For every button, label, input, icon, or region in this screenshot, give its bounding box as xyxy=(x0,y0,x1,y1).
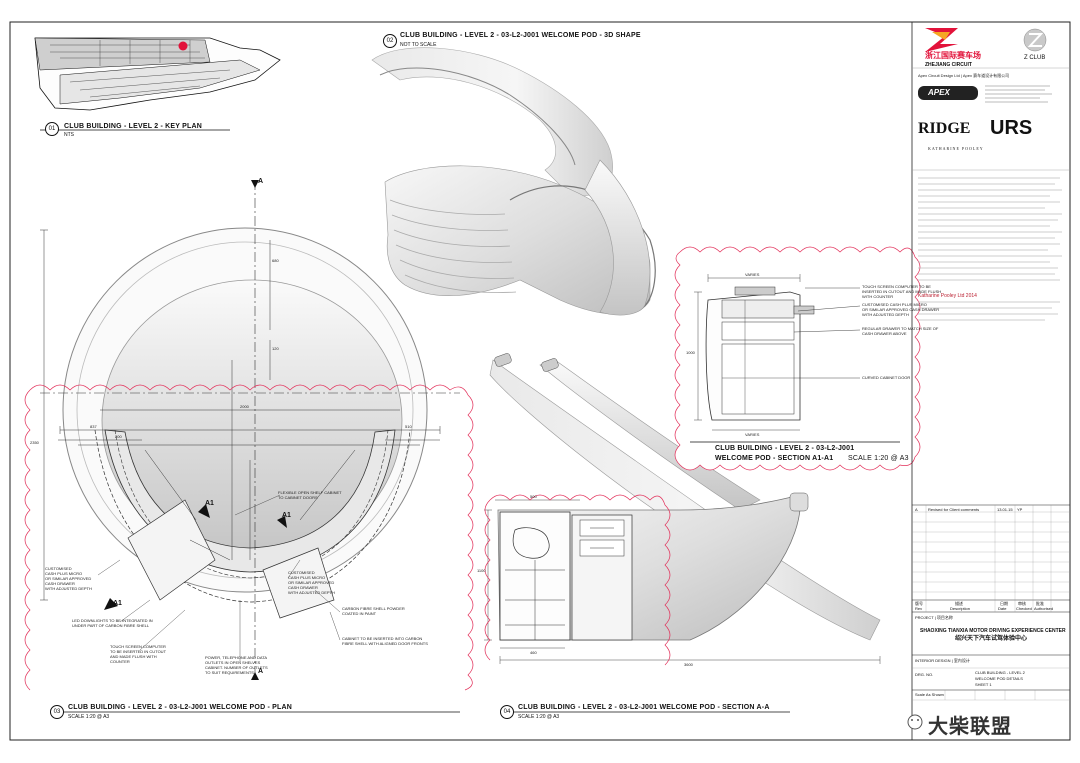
scale-label: Scale As Shown xyxy=(915,692,944,697)
interior-design-label: INTERIOR DESIGN | 室内设计 xyxy=(915,658,970,663)
plan-note-touch-screen: TOUCH SCREEN COMPUTER TO BE INSERTED IN … xyxy=(110,644,167,664)
client-logo-cn: 浙江国际赛车场 xyxy=(925,51,981,60)
drawing-title-3: SHEET 1 xyxy=(975,682,992,687)
zclub-label: Z CLUB xyxy=(1024,55,1046,61)
rev-header-3: Date xyxy=(998,606,1007,611)
section-marker-a-bottom: A xyxy=(258,668,264,675)
view-number-3d: 02 xyxy=(383,34,397,48)
drawing-number-label: DRG. NO. xyxy=(915,672,934,677)
project-name-cn: 绍兴天下汽车试驾体验中心 xyxy=(955,636,1028,642)
dim-section-500: 500 xyxy=(530,494,537,499)
plan-note-led-downlights: LED DOWNLIGHTS TO BE INTEGRATED IN UNDER… xyxy=(72,618,153,628)
plan-note-cash-drawer-left: CUSTOMISED CASH PLUS MICRO OR SIMILAR AP… xyxy=(45,566,92,591)
client-logo-en: ZHEJIANG CIRCUIT xyxy=(925,62,972,68)
dim-mid: 120 xyxy=(272,346,279,351)
apex-logo-text: APEX xyxy=(928,88,950,97)
view-number-section-aa: 04 xyxy=(500,705,514,719)
shape3d-title: CLUB BUILDING - LEVEL 2 - 03-L2-J001 WEL… xyxy=(400,32,641,39)
pod-section-a1 xyxy=(674,246,921,471)
section-marker-a1-3: A1 xyxy=(282,512,291,519)
pod-plan-view xyxy=(24,180,474,713)
rev-row1-date: 13.01.15 xyxy=(997,507,1013,512)
rev-row1-id: A xyxy=(915,507,918,512)
dim-a1-bottom: VARIES xyxy=(745,432,760,437)
rev-header-2: Description xyxy=(950,606,971,611)
dim-510: 510 xyxy=(405,424,412,429)
view-number-key-plan: 01 xyxy=(45,122,59,136)
dim-left-vertical: 2350 xyxy=(30,440,39,445)
section-marker-a-top: A xyxy=(258,178,264,185)
rev-row1-checked: YP xyxy=(1017,507,1023,512)
rev-header-5: Authorised xyxy=(1034,606,1054,611)
project-name-en: SHAOXING TIANXIA MOTOR DRIVING EXPERIENC… xyxy=(920,628,1066,634)
plan-note-carbon-fibre: CARBON FIBRE SHELL POWDER COATED IN PAIN… xyxy=(342,606,405,616)
key-plan-thumbnail xyxy=(34,37,281,131)
section-aa-scale: SCALE 1:20 @ A3 xyxy=(518,714,560,720)
copyright-line: Katharine Pooley Ltd 2014 xyxy=(918,293,977,299)
rev-header-cn-3: 日期 xyxy=(1000,601,1008,606)
dim-2000: 2000 xyxy=(240,404,249,409)
ridge-logo: RIDGE xyxy=(918,120,971,137)
project-label: PROJECT | 项目名称 xyxy=(915,615,953,620)
plan-note-open-shelf: FLEXIBLE OPEN SHELF CABINET TO CABINET D… xyxy=(278,490,342,500)
apex-logo-icon xyxy=(918,86,978,100)
drawing-title-2: WELCOME POD DETAILS xyxy=(975,676,1023,681)
title-block xyxy=(907,22,1070,740)
katharine-pooley-logo: KATHARINE POOLEY xyxy=(928,146,984,151)
dim-section-3600: 3600 xyxy=(684,662,693,667)
section-marker-a1-1: A1 xyxy=(205,500,214,507)
rev-header-cn-2: 描述 xyxy=(955,601,963,606)
dim-837: 837 xyxy=(90,424,97,429)
plan-note-cash-drawer-right: CUSTOMISED CASH PLUS MICRO OR SIMILAR AP… xyxy=(288,570,335,595)
dim-a1-height: 1000 xyxy=(686,350,695,355)
watermark-text: 大柴联盟 xyxy=(928,714,1012,738)
dim-section-460: 460 xyxy=(530,650,537,655)
dim-a1-width: VARIES xyxy=(745,272,760,277)
plan-note-power-outlets: POWER, TELEPHONE AND DATA OUTLETS IN OPE… xyxy=(205,655,268,675)
section-a1-title-line2: WELCOME POD - SECTION A1-A1 xyxy=(715,455,834,462)
rev-header-cn-1: 版号 xyxy=(915,601,923,606)
rev-header-cn-4: 审核 xyxy=(1018,601,1026,606)
section-aa-title: CLUB BUILDING - LEVEL 2 - 03-L2-J001 WEL… xyxy=(518,704,770,711)
plan-note-cabinet-insert: CABINET TO BE INSERTED INTO CARBON FIBRE… xyxy=(342,636,428,646)
section-marker-a1-2: A1 xyxy=(113,600,122,607)
shape3d-scale: NOT TO SCALE xyxy=(400,42,437,48)
a1-note-cash-drawer: CUSTOMISED CASH PLUS MICRO OR SIMILAR AP… xyxy=(862,302,940,317)
rev-header-1: Rev xyxy=(915,606,923,611)
rev-header-cn-5: 批准 xyxy=(1036,601,1044,606)
sheet-border xyxy=(9,21,1071,741)
dim-top: 680 xyxy=(272,258,279,263)
urs-logo: URS xyxy=(990,117,1033,139)
apex-company-line: Apex Circuit Design Ltd | Apex 赛车道设计有限公司 xyxy=(918,73,1010,78)
zhejiang-circuit-logo-icon xyxy=(925,28,958,52)
rev-header-4: Checked xyxy=(1016,606,1032,611)
section-a1-title-line1: CLUB BUILDING - LEVEL 2 - 03-L2-J001 xyxy=(715,445,855,452)
plan-scale: SCALE 1:20 @ A3 xyxy=(68,714,110,720)
dim-200: 200 xyxy=(115,434,122,439)
rev-row1-desc: Revised for Client comments xyxy=(928,507,980,512)
key-plan-scale: NTS xyxy=(64,132,74,138)
plan-title: CLUB BUILDING - LEVEL 2 - 03-L2-J001 WEL… xyxy=(68,704,293,711)
wechat-watermark-icon xyxy=(907,714,923,730)
dim-section-height: 1100 xyxy=(477,568,486,573)
key-plan-title: CLUB BUILDING - LEVEL 2 - KEY PLAN xyxy=(64,123,202,130)
pod-section-aa xyxy=(484,353,881,713)
key-plan-location-marker xyxy=(178,41,188,51)
a1-note-curved-door: CURVED CABINET DOOR xyxy=(862,375,911,380)
view-number-plan: 03 xyxy=(50,705,64,719)
a1-note-regular-drawer: REGULAR DRAWER TO MATCH SIZE OF CASH DRA… xyxy=(862,326,939,336)
a1-note-touch-screen: TOUCH SCREEN COMPUTER TO BE INSERTED IN … xyxy=(862,284,942,299)
section-a1-scale: SCALE 1:20 @ A3 xyxy=(848,455,909,462)
pod-3d-render xyxy=(371,47,656,316)
drawing-title-1: CLUB BUILDING - LEVEL 2 xyxy=(975,670,1025,675)
